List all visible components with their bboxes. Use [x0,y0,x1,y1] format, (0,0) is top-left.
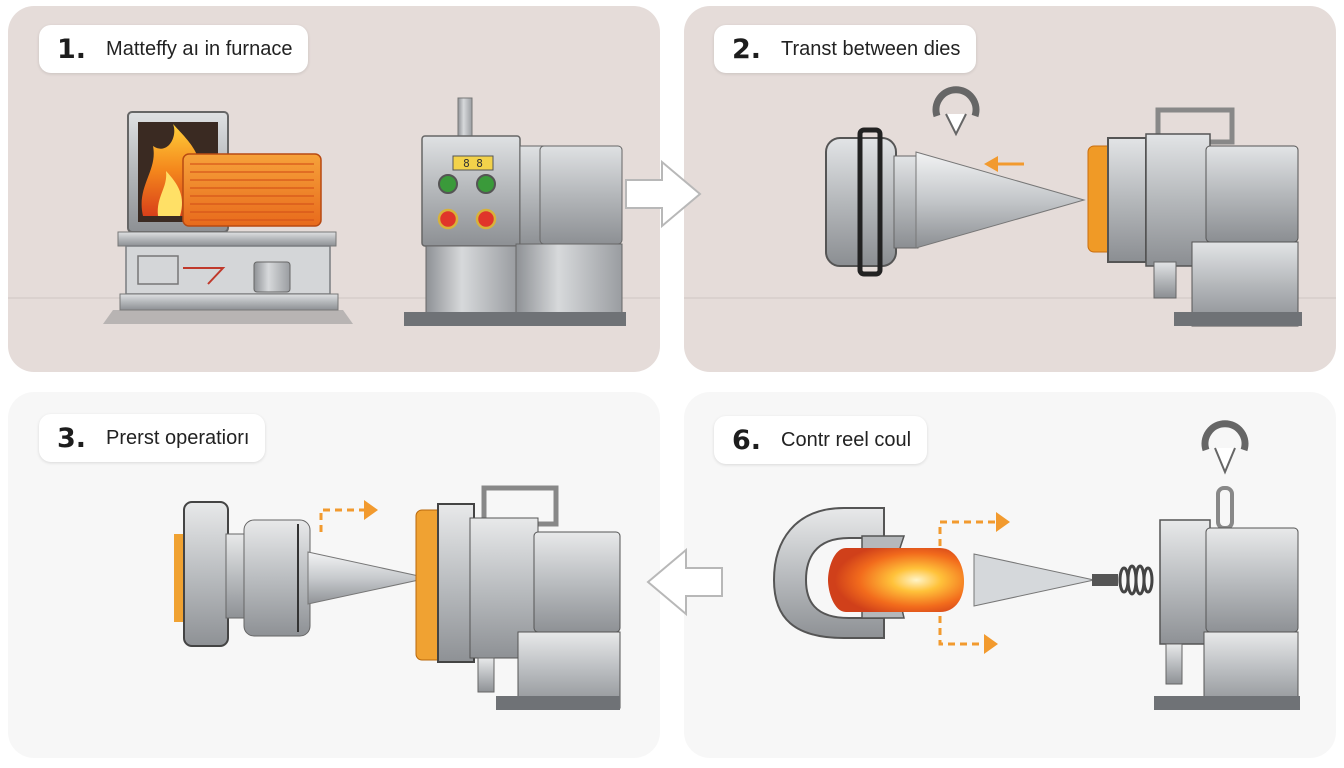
press-operation-illustration [174,485,621,710]
step-label-2: 2. Transt between dies [714,25,977,73]
step-panel-3: 3. Prerst operatiorı [8,392,660,758]
step-title: Matteffy aı in furnace [106,37,293,60]
die-transfer-illustration [684,86,1336,327]
arrow-left-icon [646,547,723,617]
arrow-right-icon [625,159,702,229]
step-number: 1. [57,33,87,65]
furnace-illustration: 8 8 [8,97,660,326]
step-label-4: 6. Contr reel coul [714,416,928,464]
step-title: Contr reel coul [781,428,912,451]
step-number: 3. [57,422,87,454]
step-title: Prerst operatiorı [106,426,250,449]
control-display: 8 8 [463,157,483,170]
step-number: 2. [732,33,762,65]
step-panel-2: 2. Transt between dies [684,6,1336,372]
step-label-1: 1. Matteffy aı in furnace [39,25,309,73]
step-title: Transt between dies [781,37,961,60]
step-panel-4: 6. Contr reel coul [684,392,1336,758]
cooling-illustration [772,420,1300,710]
step-panel-1: 1. Matteffy aı in furnace [8,6,660,372]
step-number: 6. [732,424,762,456]
step-label-3: 3. Prerst operatiorı [39,414,266,462]
